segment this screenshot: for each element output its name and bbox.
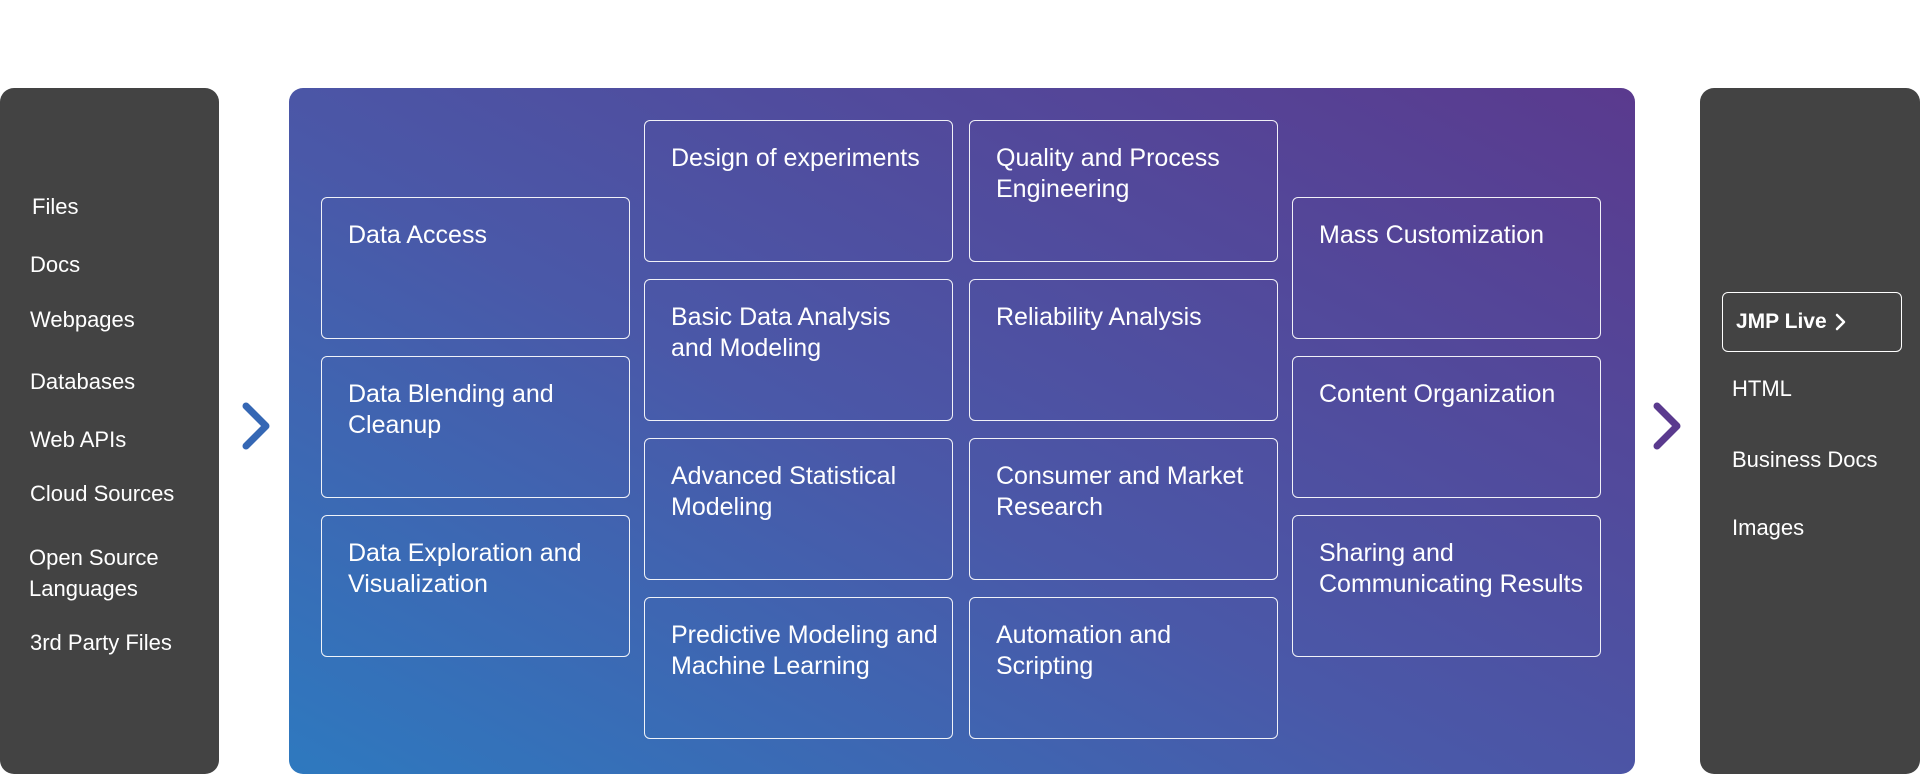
- input-3rd-party-files: 3rd Party Files: [30, 630, 172, 655]
- jmp-capabilities-panel: Data Access Data Blending and Cleanup Da…: [289, 88, 1635, 774]
- output-html: HTML: [1732, 376, 1792, 401]
- input-open-source-languages: Open Source Languages: [29, 545, 159, 601]
- capability-label: Mass Customization: [1319, 221, 1545, 249]
- capability-box-advanced-statistical: Advanced Statistical Modeling: [644, 438, 953, 580]
- capability-label: Automation and Scripting: [996, 621, 1172, 680]
- capability-label: Predictive Modeling and Machine Learning: [671, 621, 938, 680]
- input-databases: Databases: [30, 369, 136, 394]
- input-cloud-sources: Cloud Sources: [30, 481, 175, 506]
- capability-box-consumer-market: Consumer and Market Research: [969, 438, 1278, 580]
- capability-box-content-organization: Content Organization: [1292, 356, 1601, 498]
- capability-box-basic-data-analysis: Basic Data Analysis and Modeling: [644, 279, 953, 421]
- capability-label: Reliability Analysis: [996, 303, 1202, 331]
- chevron-right-icon: [242, 402, 270, 450]
- capability-label: Sharing and Communicating Results: [1319, 539, 1583, 598]
- capability-label: Data Access: [348, 221, 487, 249]
- capability-label: Consumer and Market Research: [996, 462, 1244, 521]
- capability-label: Basic Data Analysis and Modeling: [671, 303, 891, 362]
- chevron-right-icon: [1653, 402, 1681, 450]
- capability-label: Advanced Statistical Modeling: [671, 462, 897, 521]
- jmp-live-button[interactable]: JMP Live: [1722, 292, 1902, 352]
- capability-label: Design of experiments: [671, 144, 920, 172]
- capability-box-automation-scripting: Automation and Scripting: [969, 597, 1278, 739]
- capability-box-mass-customization: Mass Customization: [1292, 197, 1601, 339]
- output-business-docs: Business Docs: [1732, 447, 1878, 472]
- capability-box-reliability: Reliability Analysis: [969, 279, 1278, 421]
- capability-box-data-exploration: Data Exploration and Visualization: [321, 515, 630, 657]
- capability-box-design-of-experiments: Design of experiments: [644, 120, 953, 262]
- capability-label: Data Exploration and Visualization: [348, 539, 582, 598]
- input-files: Files: [32, 194, 79, 219]
- capability-label: Quality and Process Engineering: [996, 144, 1220, 203]
- capability-box-sharing-communicating: Sharing and Communicating Results: [1292, 515, 1601, 657]
- jmp-live-label: JMP Live: [1736, 310, 1827, 333]
- input-sources-panel: Files Docs Webpages Databases Web APIs C…: [0, 88, 219, 774]
- output-destinations-panel: [1700, 88, 1920, 774]
- input-docs: Docs: [30, 252, 81, 277]
- capability-box-data-access: Data Access: [321, 197, 630, 339]
- capability-label: Data Blending and Cleanup: [348, 380, 554, 439]
- capability-label: Content Organization: [1319, 380, 1556, 408]
- chevron-right-icon: [1835, 313, 1845, 331]
- capability-box-predictive-modeling: Predictive Modeling and Machine Learning: [644, 597, 953, 739]
- input-webpages: Webpages: [30, 307, 135, 332]
- output-images: Images: [1732, 515, 1805, 540]
- capability-box-data-blending: Data Blending and Cleanup: [321, 356, 630, 498]
- input-web-apis: Web APIs: [30, 427, 127, 452]
- capability-box-quality-process: Quality and Process Engineering: [969, 120, 1278, 262]
